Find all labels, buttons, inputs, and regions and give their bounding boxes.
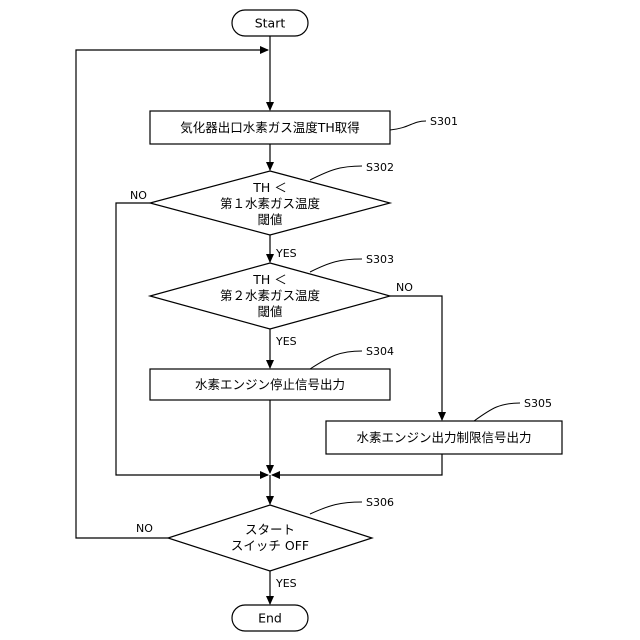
- s302-no-label: NO: [130, 189, 147, 202]
- s305-to-merge-line: [272, 454, 442, 475]
- s304-step-label: S304: [366, 345, 394, 358]
- s303-no-line: [390, 296, 442, 420]
- s304-leader: [310, 351, 362, 369]
- s302-yes-label: YES: [275, 247, 297, 260]
- s305-process-label: 水素エンジン出力制限信号出力: [356, 430, 531, 445]
- s302-line-3: 閾値: [257, 212, 282, 227]
- s303-yes-label: YES: [275, 335, 297, 348]
- s303-line-1: TH ＜: [252, 272, 287, 287]
- s302-line-1: TH ＜: [252, 180, 287, 195]
- s306-line-1: スタート: [245, 522, 295, 537]
- s301-process-label: 気化器出口水素ガス温度TH取得: [180, 120, 360, 135]
- s306-step-label: S306: [366, 496, 394, 509]
- end-label: End: [258, 611, 282, 626]
- s306-line-2: スイッチ OFF: [231, 538, 309, 553]
- s303-line-3: 閾値: [257, 304, 282, 319]
- s303-step-label: S303: [366, 253, 394, 266]
- s304-process-label: 水素エンジン停止信号出力: [195, 377, 345, 392]
- s303-line-2: 第２水素ガス温度: [220, 288, 321, 303]
- s305-leader: [474, 403, 520, 421]
- start-label: Start: [255, 16, 286, 31]
- s302-leader: [310, 166, 362, 180]
- s302-no-line: [116, 203, 268, 475]
- s306-yes-label: YES: [275, 577, 297, 590]
- s302-step-label: S302: [366, 161, 394, 174]
- s306-no-label: NO: [136, 522, 153, 535]
- s305-step-label: S305: [524, 397, 552, 410]
- s303-no-label: NO: [396, 281, 413, 294]
- s301-step-label: S301: [430, 115, 458, 128]
- s303-leader: [310, 259, 362, 272]
- s301-leader: [390, 121, 426, 130]
- s302-line-2: 第１水素ガス温度: [220, 196, 321, 211]
- s306-leader: [310, 502, 362, 514]
